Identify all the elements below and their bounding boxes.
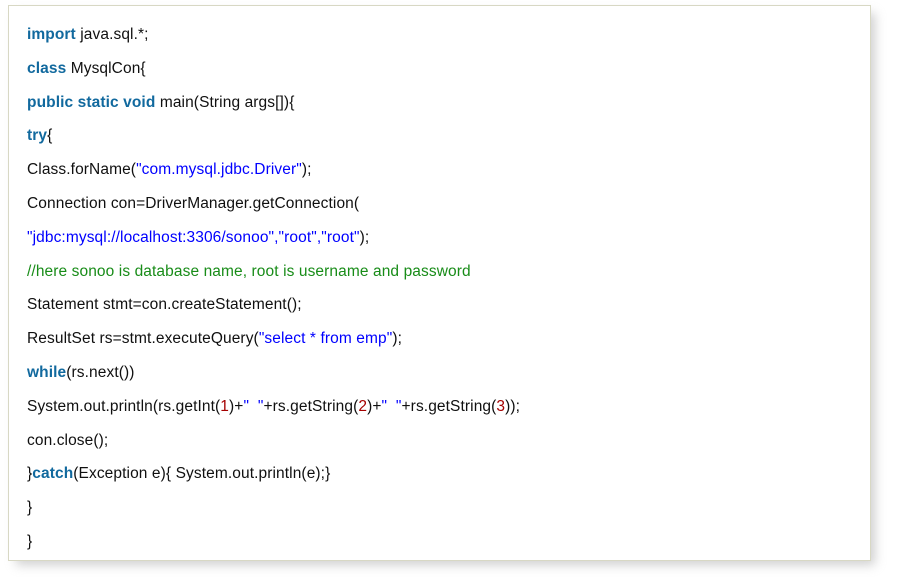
code-token-plain: +rs.getString( [263, 397, 359, 415]
code-token-kw: try [27, 127, 48, 145]
code-token-plain: { [47, 127, 53, 145]
code-line: try{ [27, 119, 864, 153]
code-token-plain: } [27, 499, 33, 517]
code-token-str: "com.mysql.jdbc.Driver" [136, 161, 302, 179]
code-token-plain: (Exception e){ System.out.println(e);} [73, 465, 331, 483]
code-token-num: 2 [358, 397, 368, 415]
code-line: ResultSet rs=stmt.executeQuery("select *… [27, 322, 864, 356]
code-line: while(rs.next()) [27, 356, 864, 390]
code-token-kw: catch [32, 465, 74, 483]
code-token-plain: System.out.println(rs.getInt( [27, 397, 221, 415]
code-token-plain: main(String args[]){ [155, 93, 295, 111]
code-token-str: " " [243, 397, 264, 415]
code-token-plain: ); [392, 330, 402, 348]
code-token-kw: import [27, 26, 76, 43]
code-token-plain: Class.forName( [27, 161, 137, 179]
code-block[interactable]: import java.sql.*;class MysqlCon{public … [27, 18, 864, 559]
code-line: System.out.println(rs.getInt(1)+" "+rs.g… [27, 390, 864, 424]
code-token-plain: (rs.next()) [66, 363, 135, 381]
code-snippet-card: import java.sql.*;class MysqlCon{public … [8, 5, 871, 561]
code-token-plain: MysqlCon{ [66, 59, 146, 77]
code-line: }catch(Exception e){ System.out.println(… [27, 457, 864, 491]
code-line: Connection con=DriverManager.getConnecti… [27, 187, 864, 221]
code-line: Class.forName("com.mysql.jdbc.Driver"); [27, 153, 864, 187]
code-token-plain: +rs.getString( [401, 397, 497, 415]
code-token-plain: )); [505, 397, 521, 415]
code-token-str: " " [381, 397, 402, 415]
code-token-str: "select * from emp" [258, 330, 393, 348]
code-token-plain: con.close(); [27, 431, 109, 449]
code-token-kw: while [27, 363, 67, 381]
code-line: Statement stmt=con.createStatement(); [27, 288, 864, 322]
code-line: import java.sql.*; [27, 18, 864, 52]
code-token-kw: public static void [27, 93, 156, 111]
code-token-num: 3 [496, 397, 506, 415]
code-line: "jdbc:mysql://localhost:3306/sonoo","roo… [27, 221, 864, 255]
code-line: con.close(); [27, 424, 864, 458]
code-token-plain: )+ [229, 397, 244, 415]
code-token-plain: } [27, 465, 33, 483]
code-token-str: "jdbc:mysql://localhost:3306/sonoo","roo… [27, 228, 360, 246]
code-token-kw: class [27, 59, 67, 77]
code-token-plain: java.sql.*; [75, 26, 149, 43]
code-token-plain: Connection con=DriverManager.getConnecti… [27, 194, 360, 212]
code-line: public static void main(String args[]){ [27, 86, 864, 120]
code-line: } [27, 491, 864, 525]
code-token-plain: )+ [367, 397, 382, 415]
code-token-plain: } [27, 532, 33, 550]
code-token-plain: ResultSet rs=stmt.executeQuery( [27, 330, 259, 348]
code-token-plain: ); [359, 228, 370, 246]
code-token-cmt: //here sonoo is database name, root is u… [27, 262, 471, 280]
code-line: class MysqlCon{ [27, 52, 864, 86]
code-token-plain: ); [301, 161, 312, 179]
code-line: //here sonoo is database name, root is u… [27, 255, 864, 289]
code-token-num: 1 [220, 397, 230, 415]
code-token-plain: Statement stmt=con.createStatement(); [27, 296, 302, 314]
code-line: } [27, 525, 864, 559]
